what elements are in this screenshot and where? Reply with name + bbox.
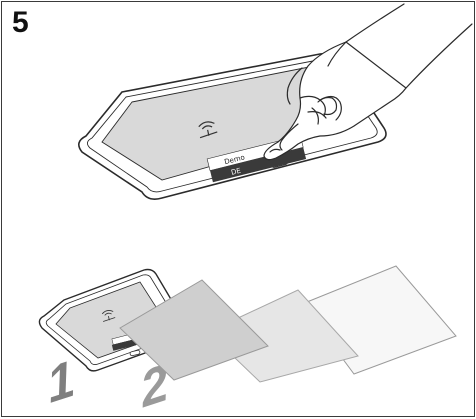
hand-icon [263,3,473,161]
page-1-number: 1 [47,347,76,415]
wifi-signal-icon [198,121,218,139]
page-1: 1 [47,279,269,415]
home-button-icon [129,349,141,357]
wifi-signal-icon [101,309,116,322]
step-number: 5 [12,6,29,39]
menu-item-de: DE [230,167,241,177]
